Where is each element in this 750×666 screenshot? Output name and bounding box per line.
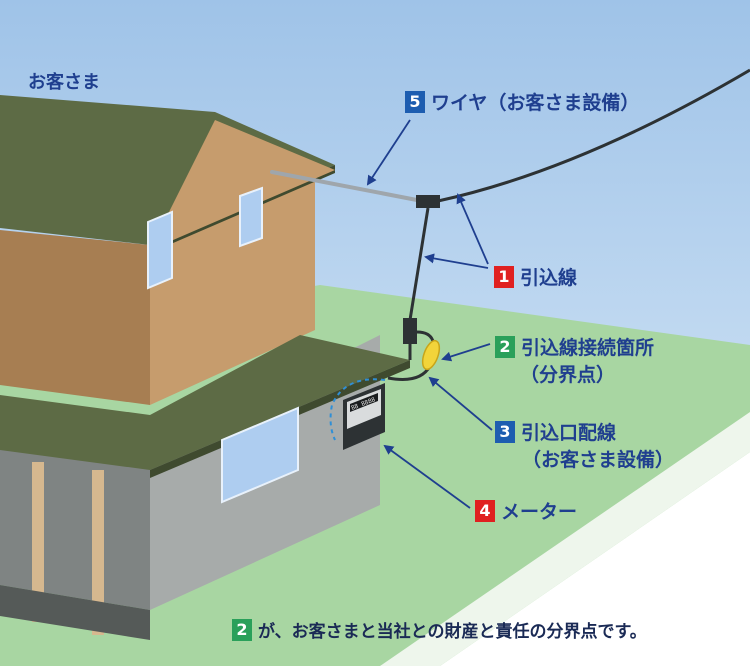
label-entry-wiring-text: 引込口配線: [521, 422, 617, 444]
footer-badge-2: 2: [232, 618, 252, 641]
arrow-entry-wiring: [428, 376, 493, 431]
badge-5: 5: [405, 90, 425, 113]
label-service-drop: 1 引込線: [494, 263, 577, 290]
badge-3: 3: [495, 420, 515, 443]
meter-display: [350, 393, 378, 412]
upper-floor-front: [0, 230, 150, 405]
window-upper-left: [147, 210, 173, 290]
badge-2: 2: [495, 335, 515, 358]
lower-roof: [0, 335, 410, 470]
customer-label: お客さま: [28, 72, 100, 93]
upper-roof-gable: [150, 120, 335, 250]
window-upper-right: [239, 186, 263, 248]
badge-1: 1: [494, 265, 514, 288]
arrow-meter: [383, 444, 471, 509]
label-wire-text: ワイヤ（お客さま設備）: [431, 92, 640, 114]
porch-post-right: [92, 470, 104, 635]
service-drop-line: [437, 68, 750, 203]
window-lower: [221, 406, 299, 504]
arrow-drop-1: [456, 193, 489, 265]
label-meter-text: メーター: [501, 501, 578, 523]
label-meter: 4 メーター: [475, 497, 577, 524]
arrow-connection: [441, 343, 491, 362]
badge-4: 4: [475, 499, 495, 522]
label-connection-point-text: 引込線接続箇所: [521, 337, 655, 359]
entry-wiring-dashed: [329, 378, 386, 441]
label-wire: 5 ワイヤ（お客さま設備）: [405, 88, 639, 115]
service-drop-vertical: [408, 207, 430, 321]
label-service-drop-text: 引込線: [520, 267, 578, 289]
footer-note: 2 が、お客さまと当社との財産と責任の分界点です。: [232, 617, 647, 642]
insulator-block: [416, 195, 440, 208]
road-shadow: [380, 412, 750, 666]
arrow-drop-2: [424, 253, 489, 269]
porch-floor: [0, 585, 150, 640]
porch-post-left: [32, 462, 44, 622]
arrow-wire: [366, 119, 411, 186]
label-connection-point-sub: （分界点）: [520, 364, 616, 386]
connection-point: [421, 339, 441, 371]
label-entry-wiring-sub: （お客さま設備）: [522, 449, 675, 471]
label-connection-point: 2 引込線接続箇所: [495, 333, 654, 360]
connector: [403, 318, 417, 344]
label-entry-wiring: 3 引込口配線: [495, 418, 616, 445]
support-wire: [270, 170, 424, 203]
upper-roof: [0, 95, 335, 245]
footer-note-text: が、お客さまと当社との財産と責任の分界点です。: [258, 622, 647, 642]
